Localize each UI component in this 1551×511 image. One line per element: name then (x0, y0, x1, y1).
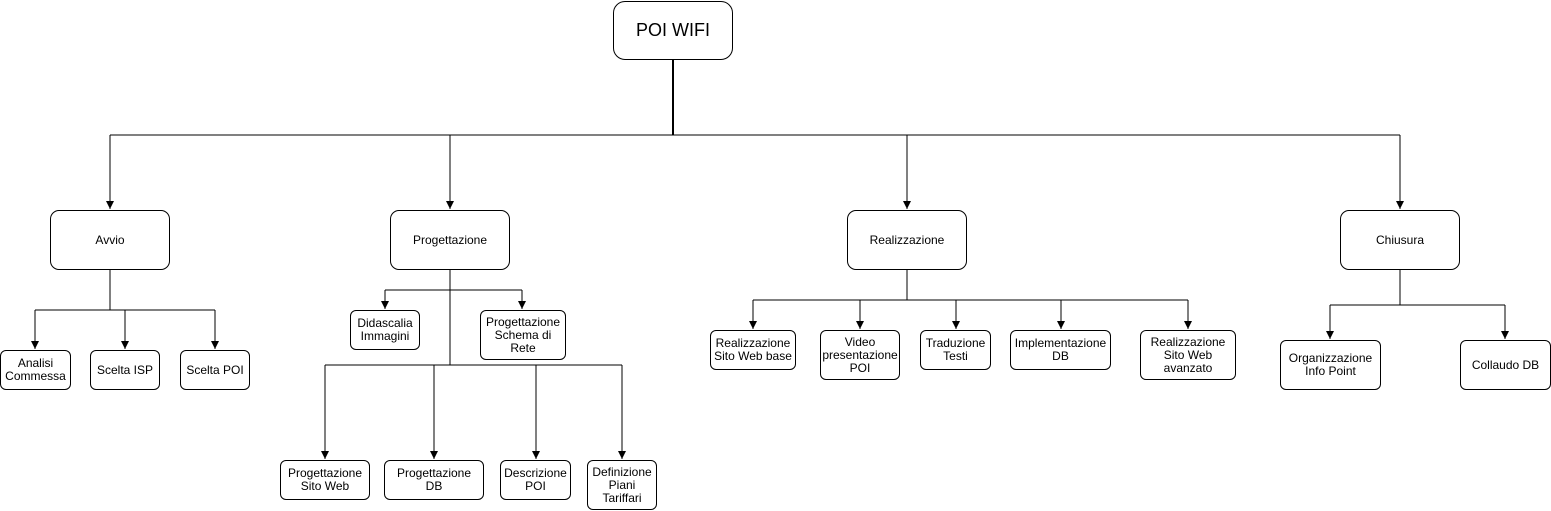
task-progettazione-db[interactable]: Progettazione DB (384, 460, 484, 500)
phase-realizzazione[interactable]: Realizzazione (847, 210, 967, 270)
task-traduzione-testi[interactable]: Traduzione Testi (920, 330, 991, 370)
task-progettazione-sito-web[interactable]: Progettazione Sito Web (280, 460, 370, 500)
task-organizzazione-info-point[interactable]: Organizzazione Info Point (1280, 340, 1381, 390)
phase-chiusura[interactable]: Chiusura (1340, 210, 1460, 270)
task-didascalia-immagini[interactable]: Didascalia Immagini (350, 310, 420, 350)
root-node-poi-wifi[interactable]: POI WIFI (613, 1, 733, 60)
task-scelta-isp[interactable]: Scelta ISP (90, 350, 160, 390)
task-video-presentazione-poi[interactable]: Video presentazione POI (820, 330, 900, 380)
task-implementazione-db[interactable]: Implementazione DB (1010, 330, 1111, 370)
phase-avvio[interactable]: Avvio (50, 210, 170, 270)
task-definizione-piani-tariffari[interactable]: Definizione Piani Tariffari (587, 460, 657, 510)
task-collaudo-db[interactable]: Collaudo DB (1460, 340, 1551, 390)
task-analisi-commessa[interactable]: Analisi Commessa (0, 350, 71, 390)
task-realizzazione-sito-base[interactable]: Realizzazione Sito Web base (710, 330, 796, 370)
task-realizzazione-sito-avanzato[interactable]: Realizzazione Sito Web avanzato (1140, 330, 1236, 380)
phase-progettazione[interactable]: Progettazione (390, 210, 510, 270)
task-scelta-poi[interactable]: Scelta POI (180, 350, 250, 390)
task-progettazione-schema-rete[interactable]: Progettazione Schema di Rete (480, 310, 566, 360)
task-descrizione-poi[interactable]: Descrizione POI (500, 460, 571, 500)
